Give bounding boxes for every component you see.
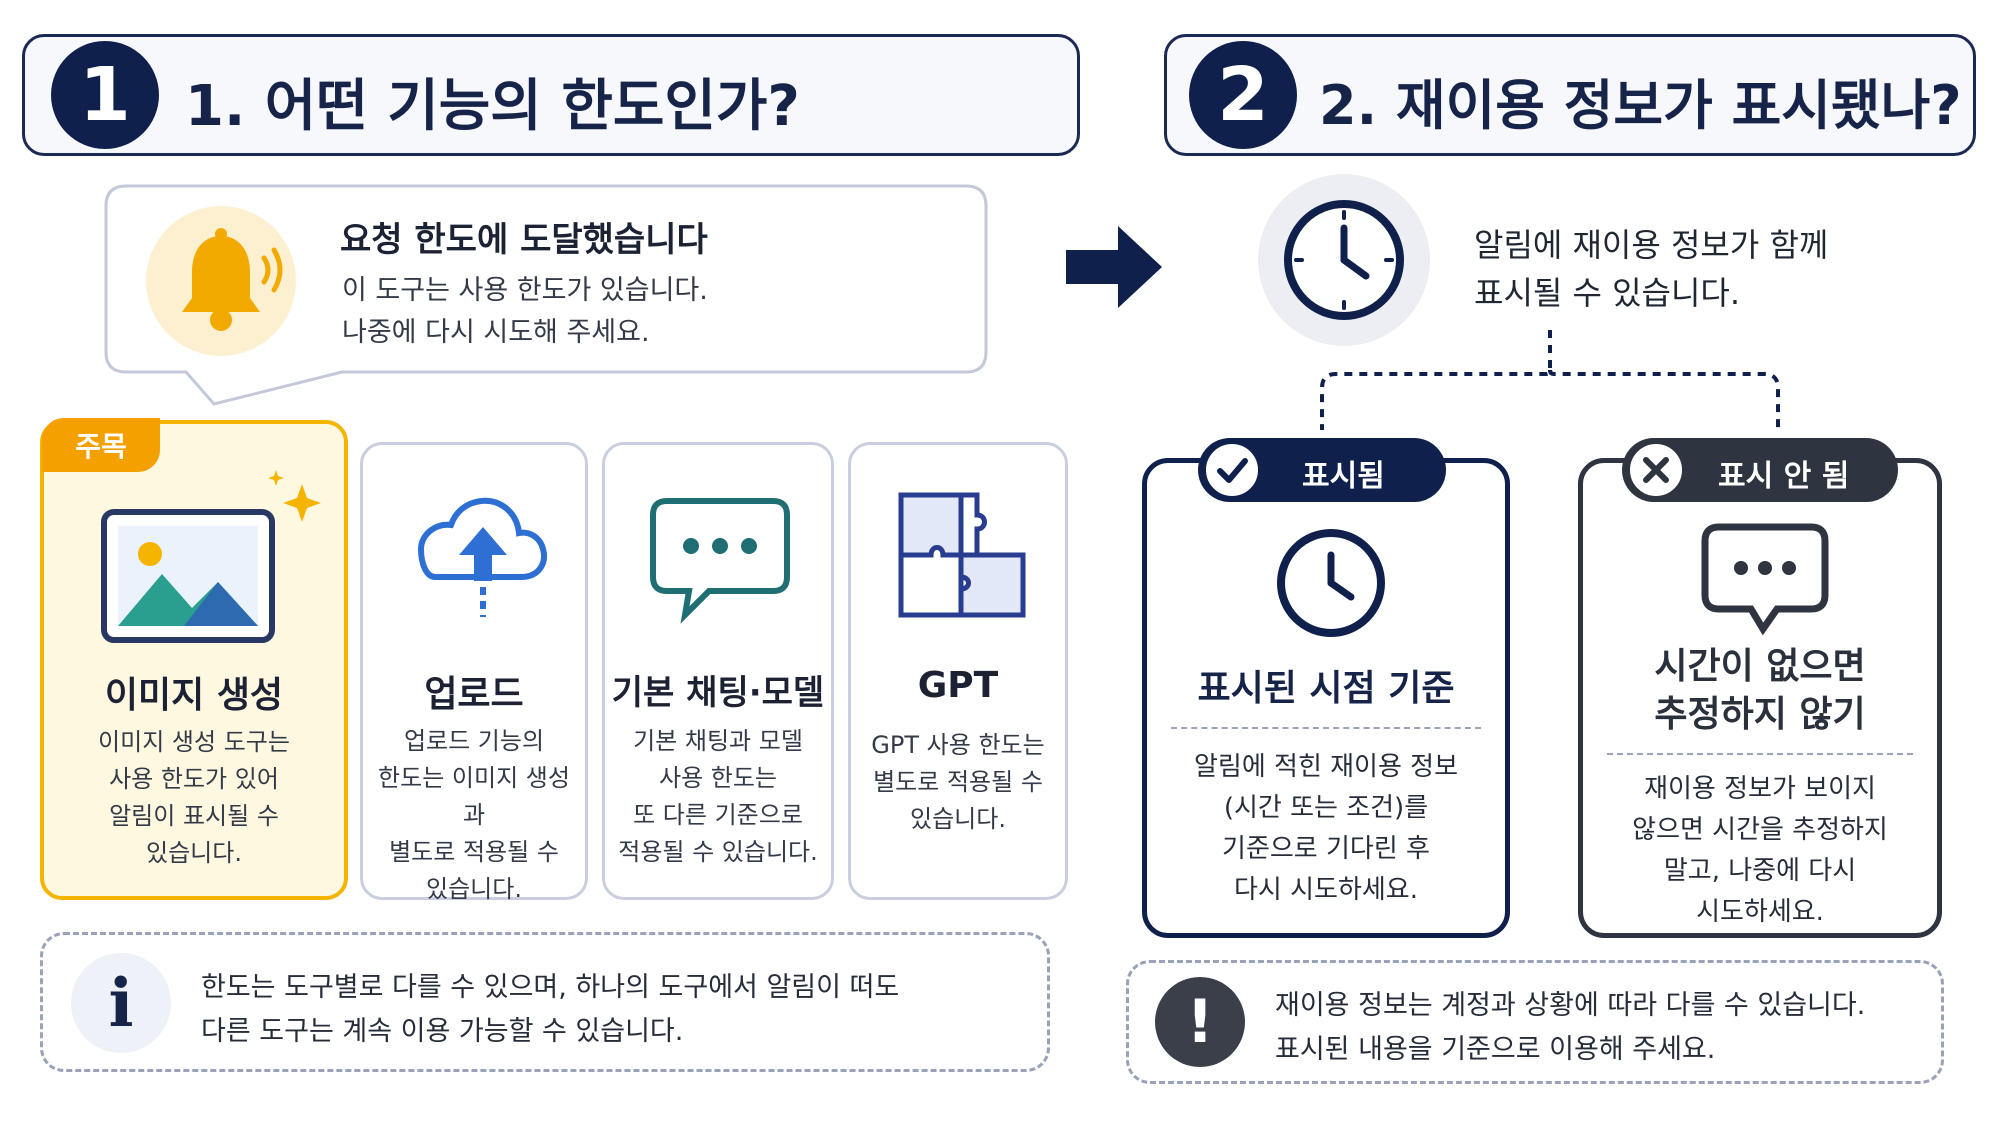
- shown-label-pill: 표시됨: [1198, 438, 1446, 502]
- limit-notification: 요청 한도에 도달했습니다 이 도구는 사용 한도가 있습니다. 나중에 다시 …: [104, 184, 988, 406]
- card-title: 업로드: [424, 674, 524, 715]
- notification-line-2: 나중에 다시 시도해 주세요.: [342, 317, 650, 348]
- section-1-title: 1. 어떤 기능의 한도인가?: [185, 74, 800, 139]
- branch-connector: [1320, 330, 1780, 430]
- section-1-header: 1 1. 어떤 기능의 한도인가?: [22, 34, 1080, 156]
- card-title: GPT: [917, 665, 999, 706]
- sparkle-icon: [262, 466, 332, 536]
- exclamation-icon: !: [1155, 977, 1245, 1067]
- warning-line-2: 표시된 내용을 기준으로 이용해 주세요.: [1275, 1034, 1716, 1065]
- puzzle-icon: [895, 489, 1035, 639]
- shown-label: 표시됨: [1302, 459, 1385, 494]
- divider: [1607, 753, 1913, 755]
- attention-badge: 주목: [42, 418, 160, 472]
- info-icon: i: [71, 953, 171, 1053]
- shown-clock-icon: [1271, 523, 1391, 643]
- intro-line-2: 표시될 수 있습니다.: [1474, 274, 1741, 312]
- notification-line-1: 이 도구는 사용 한도가 있습니다.: [342, 275, 708, 306]
- chat-bubble-icon: [645, 495, 795, 625]
- bell-icon: [146, 206, 296, 356]
- card-title: 이미지 생성: [104, 675, 284, 716]
- shown-title: 표시된 시점 기준: [1197, 668, 1455, 709]
- right-warning-box: ! 재이용 정보는 계정과 상황에 따라 다를 수 있습니다. 표시된 내용을 …: [1126, 960, 1944, 1084]
- section-2-title: 2. 재이용 정보가 표시됐나?: [1319, 74, 1962, 137]
- x-icon: [1626, 440, 1686, 500]
- left-info-box: i 한도는 도구별로 다를 수 있으며, 하나의 도구에서 알림이 떠도 다른 …: [40, 932, 1050, 1072]
- image-icon: [100, 508, 276, 644]
- callout-shape: [104, 184, 988, 406]
- warning-line-1: 재이용 정보는 계정과 상황에 따라 다를 수 있습니다.: [1275, 990, 1866, 1021]
- check-icon: [1202, 440, 1262, 500]
- not-shown-label: 표시 안 됨: [1718, 459, 1850, 494]
- cloud-upload-icon: [395, 485, 555, 625]
- not-shown-label-pill: 표시 안 됨: [1622, 438, 1898, 502]
- info-line-2: 다른 도구는 계속 이용 가능할 수 있습니다.: [201, 1016, 684, 1047]
- not-shown-chat-icon: [1701, 523, 1829, 643]
- step-number-2: 2: [1189, 41, 1297, 149]
- clock-icon: [1258, 174, 1430, 346]
- info-line-1: 한도는 도구별로 다를 수 있으며, 하나의 도구에서 알림이 떠도: [201, 972, 900, 1003]
- step-number-1: 1: [51, 41, 159, 149]
- intro-line-1: 알림에 재이용 정보가 함께: [1474, 226, 1829, 264]
- section-2-header: 2 2. 재이용 정보가 표시됐나?: [1164, 34, 1976, 156]
- arrow-right-icon: [1062, 222, 1166, 312]
- notification-title: 요청 한도에 도달했습니다: [340, 220, 708, 260]
- card-title: 기본 채팅·모델: [611, 673, 825, 713]
- divider: [1171, 727, 1481, 729]
